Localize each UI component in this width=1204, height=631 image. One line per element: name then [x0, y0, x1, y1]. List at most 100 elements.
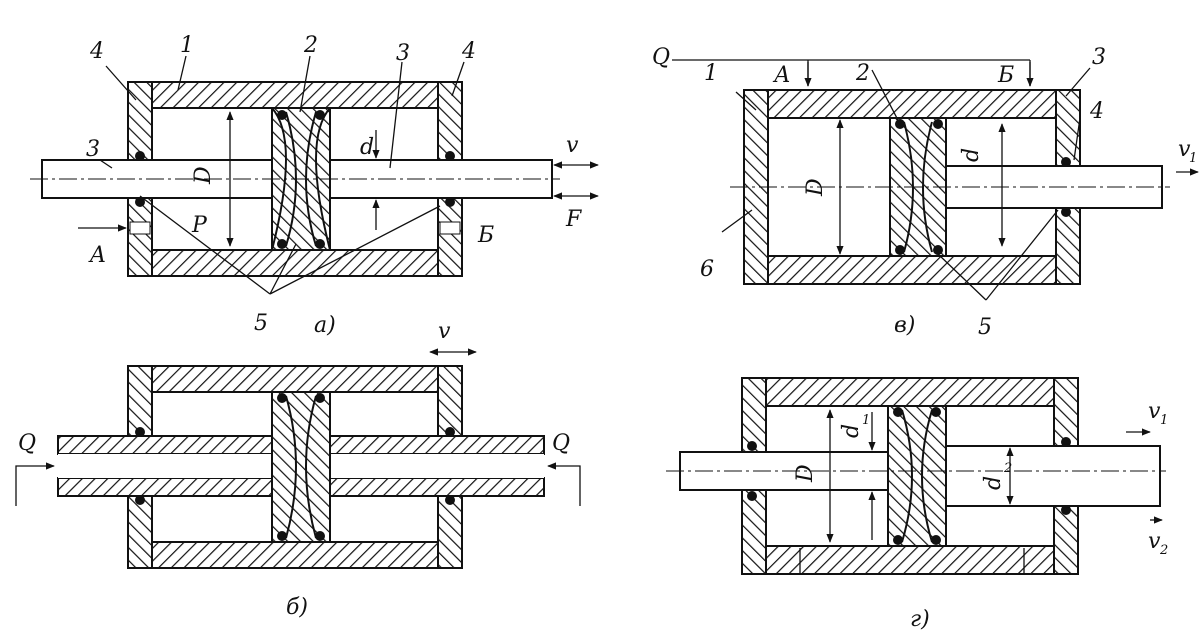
caption-b: б) [286, 595, 308, 620]
seal [315, 239, 325, 249]
label-4: 4 [1089, 99, 1104, 124]
label-d: d [360, 135, 374, 160]
label-3: 3 [1092, 45, 1106, 70]
label-5: 5 [978, 315, 992, 340]
label-d1-subscript: 1 [862, 413, 870, 428]
cylinder-wall-top [149, 365, 441, 393]
piston [271, 391, 331, 543]
label-v: v [438, 319, 451, 344]
seal [931, 535, 941, 545]
diagram-b: v Q Q б) [15, 319, 581, 620]
label-v2: v [1148, 529, 1161, 554]
seal [277, 239, 287, 249]
seal [893, 535, 903, 545]
seal [445, 197, 455, 207]
label-2: 2 [855, 61, 870, 86]
seal [933, 119, 943, 129]
seal [277, 393, 287, 403]
label-Q: Q [18, 431, 36, 456]
label-4: 4 [89, 39, 104, 64]
label-D: D [793, 464, 818, 483]
seal [445, 427, 455, 437]
seal [895, 245, 905, 255]
seal [135, 427, 145, 437]
label-v2-subscript: 2 [1159, 543, 1168, 558]
piston [887, 405, 947, 547]
cylinder-wall-top [149, 81, 441, 109]
seal [315, 531, 325, 541]
seal [1061, 437, 1071, 447]
label-3: 3 [86, 137, 100, 162]
hollow-rod-wall [329, 435, 545, 455]
label-A: A [88, 243, 106, 268]
label-B: Б [477, 223, 494, 248]
label-3: 3 [396, 41, 410, 66]
seal [277, 531, 287, 541]
label-d2-subscript: 2 [1003, 461, 1012, 476]
label-2: 2 [303, 33, 318, 58]
supply-line [672, 59, 1031, 86]
label-d: d [959, 148, 984, 162]
label-v: v [566, 133, 579, 158]
diagram-d: D d 1 d 2 v 1 v 2 г) [666, 377, 1168, 631]
label-v1-subscript: 1 [1160, 413, 1168, 428]
seal [445, 495, 455, 505]
label-F: F [565, 207, 582, 232]
hollow-rod-wall [57, 477, 273, 497]
leader-lines [99, 55, 465, 169]
label-4: 4 [461, 39, 476, 64]
label-Q: Q [552, 431, 570, 456]
seal [135, 197, 145, 207]
rod-bore [58, 454, 272, 478]
label-D: D [803, 178, 828, 197]
leader-lines [721, 67, 1091, 301]
leader-5 [139, 195, 441, 295]
label-6: 6 [700, 257, 714, 282]
seal [135, 151, 145, 161]
seal [445, 151, 455, 161]
label-d2: d [981, 476, 1006, 490]
label-d1: d [839, 424, 864, 438]
seal [315, 110, 325, 120]
label-A: А [772, 63, 791, 88]
seal [277, 110, 287, 120]
seal [135, 495, 145, 505]
seal [931, 407, 941, 417]
cylinder-wall-top [767, 89, 1059, 119]
cylinder-wall-bottom [149, 249, 441, 277]
port-a [129, 221, 151, 235]
label-v1: v [1148, 399, 1161, 424]
seal [747, 441, 757, 451]
piston-rod-large [943, 445, 1161, 507]
cylinder-wall-top [765, 377, 1057, 407]
seal [893, 407, 903, 417]
cylinder-wall-bottom [767, 255, 1059, 285]
seal [1061, 207, 1071, 217]
hollow-rod-wall [57, 435, 273, 455]
seal [747, 491, 757, 501]
label-B: Б [997, 63, 1014, 88]
piston-groove [901, 409, 933, 543]
label-D: D [191, 166, 216, 185]
cylinder-wall-bottom [765, 545, 1057, 575]
seal [1061, 505, 1071, 515]
hollow-rod-wall [329, 477, 545, 497]
caption-d: г) [910, 607, 930, 631]
piston-groove [271, 107, 331, 251]
seal [315, 393, 325, 403]
label-P: P [191, 213, 208, 238]
diagram-c: Q 1 А 2 Б 3 4 6 D d v 1 5 в) [652, 45, 1199, 340]
label-1: 1 [180, 33, 194, 58]
cylinder-wall-bottom [149, 541, 441, 569]
flow-arrow-right [547, 462, 581, 506]
flow-arrow-left [15, 462, 55, 506]
caption-a: а) [314, 313, 336, 338]
label-1: 1 [704, 61, 718, 86]
caption-c: в) [894, 313, 915, 338]
piston-groove [285, 395, 317, 539]
seal [1061, 157, 1071, 167]
label-5: 5 [254, 311, 268, 336]
seal [933, 245, 943, 255]
diagram-a: 4 1 2 3 4 3 D d P A Б v F 5 а) [30, 33, 599, 338]
